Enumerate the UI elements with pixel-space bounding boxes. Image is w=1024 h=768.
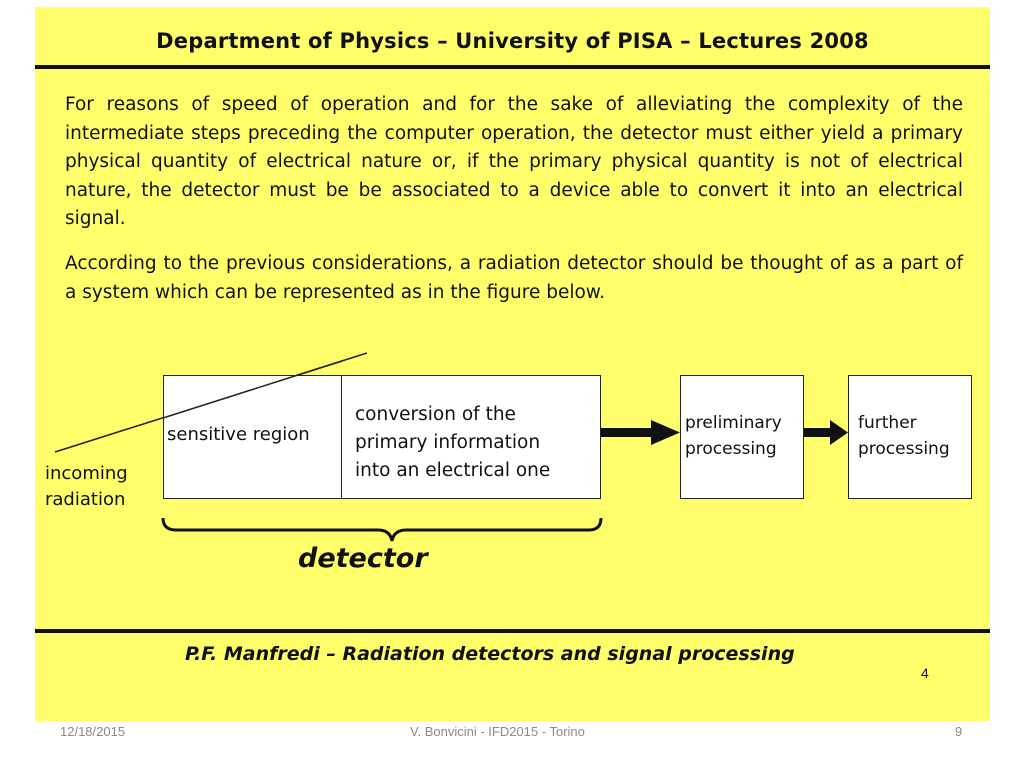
paragraph-1: For reasons of speed of operation and fo… [65, 94, 963, 229]
further-processing-box [848, 375, 972, 499]
header-rule [35, 65, 990, 69]
preliminary-processing-label: preliminary processing [685, 413, 782, 459]
detector-label: detector [298, 543, 428, 574]
paragraph-2: According to the previous considerations… [65, 253, 963, 303]
footer-center-text: V. Bonvicini - IFD2015 - Torino [410, 724, 585, 739]
arrow-to-further [804, 420, 848, 445]
arrow-to-preliminary [601, 420, 680, 445]
slide-content-image: Department of Physics – University of PI… [35, 7, 990, 721]
detector-brace [161, 517, 603, 542]
footer-date: 12/18/2015 [60, 724, 126, 739]
header-title: Department of Physics – University of PI… [156, 29, 869, 53]
preliminary-processing-box [680, 375, 804, 499]
conversion-box [341, 375, 601, 499]
further-processing-label: further processing [858, 413, 950, 459]
sensitive-region-label: sensitive region [167, 424, 310, 445]
footer-page-number: 9 [955, 724, 963, 739]
inner-page-number: 4 [921, 665, 929, 681]
incoming-radiation-label: incoming radiation [45, 463, 128, 510]
credit-line: P.F. Manfredi – Radiation detectors and … [185, 643, 795, 665]
conversion-label: conversion of the primary information in… [355, 404, 551, 481]
footer-rule [35, 629, 990, 633]
